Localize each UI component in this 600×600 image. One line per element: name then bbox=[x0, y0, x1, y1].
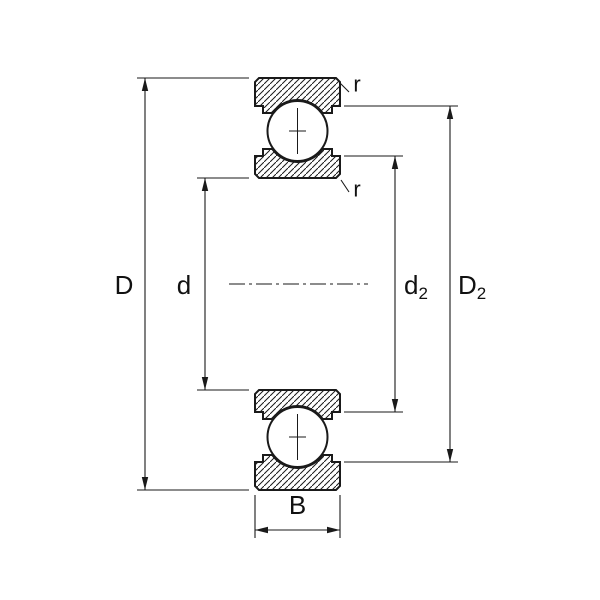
leader-line bbox=[340, 179, 350, 193]
label-bore-diameter: d bbox=[177, 270, 191, 300]
label-inner-recess-diameter: d2 bbox=[404, 270, 428, 303]
leader-line bbox=[339, 82, 350, 93]
dimension-width: B bbox=[254, 490, 341, 538]
arrowhead-down bbox=[201, 377, 209, 390]
arrowhead-up bbox=[391, 156, 399, 169]
dimension-outer-recess-diameter: D2 bbox=[344, 105, 486, 463]
label-outer-diameter: D bbox=[115, 270, 134, 300]
arrowhead-up bbox=[141, 78, 149, 91]
label-chamfer-radius-top: r bbox=[353, 72, 360, 97]
dimension-bore-diameter: d bbox=[177, 177, 249, 391]
dimension-outer-diameter: D bbox=[115, 77, 249, 491]
radius-callout-inner: r bbox=[340, 177, 361, 202]
arrowhead-down bbox=[446, 449, 454, 462]
arrowhead-up bbox=[446, 106, 454, 119]
arrowhead-up bbox=[201, 178, 209, 191]
arrowhead-left bbox=[255, 526, 268, 534]
radius-callout-top: r bbox=[339, 72, 361, 97]
label-outer-recess-diameter: D2 bbox=[458, 270, 486, 303]
arrowhead-right bbox=[327, 526, 340, 534]
label-chamfer-radius-inner: r bbox=[353, 177, 360, 202]
label-width: B bbox=[289, 490, 306, 520]
dimension-inner-recess-diameter: d2 bbox=[344, 155, 428, 413]
arrowhead-down bbox=[391, 399, 399, 412]
bearing-cross-section bbox=[254, 77, 341, 491]
arrowhead-down bbox=[141, 477, 149, 490]
